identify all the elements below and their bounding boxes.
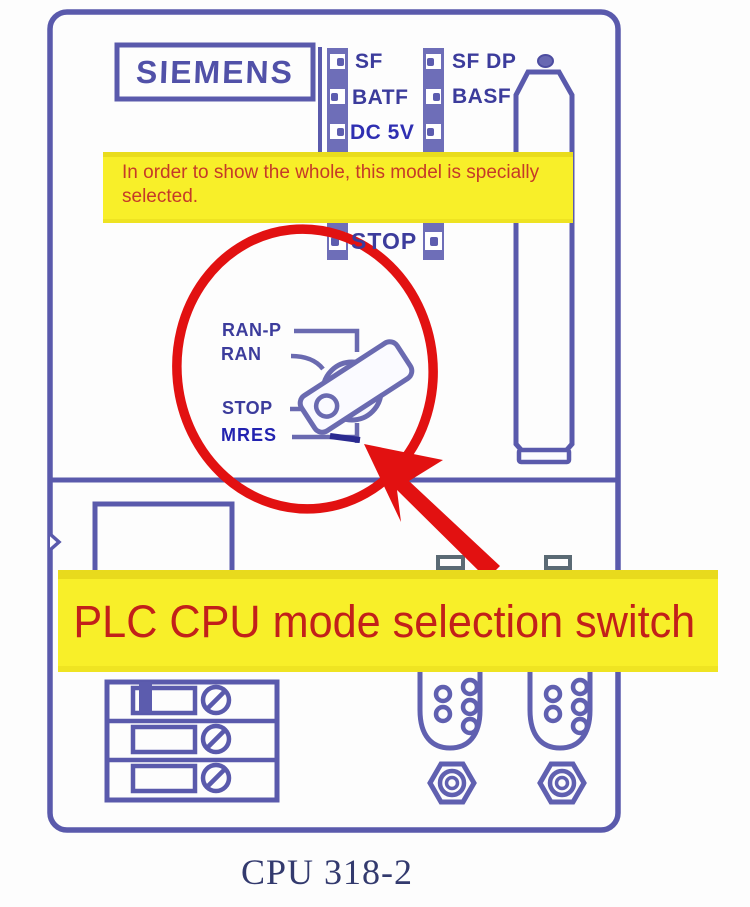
terminal-stack xyxy=(104,679,280,803)
logo-frame xyxy=(114,42,316,102)
banner-callout: PLC CPU mode selection switch xyxy=(58,570,718,672)
hex-nut-icon xyxy=(427,761,587,805)
port-top-left xyxy=(436,555,465,570)
port-top-right xyxy=(544,555,572,570)
switch-label-run-p: RAN-P xyxy=(222,320,282,340)
screw-dot-icon xyxy=(537,54,554,68)
latch-tab-icon xyxy=(139,682,152,713)
switch-label-mres: MRES xyxy=(221,425,278,445)
model-caption: CPU 318-2 xyxy=(240,852,414,892)
led-label-sfdp: SF DP xyxy=(452,50,517,73)
dsub-port-icon xyxy=(417,660,593,751)
red-arrow-icon xyxy=(364,444,500,579)
led-label-stop: STOP xyxy=(351,228,418,254)
mode-selector-switch xyxy=(290,328,415,443)
memory-card-slot xyxy=(513,69,575,465)
red-highlight-circle xyxy=(172,224,438,514)
led-label-sf: SF xyxy=(355,50,383,73)
note-callout: In order to show the whole, this model i… xyxy=(103,152,573,223)
brand-logo: SIEMENS xyxy=(135,53,295,90)
led-label-basf: BASF xyxy=(452,85,512,108)
mode-selector-key-icon xyxy=(297,339,415,435)
led-label-dc5v: DC 5V xyxy=(350,121,415,144)
note-text: In order to show the whole, this model i… xyxy=(122,162,540,207)
banner-text: PLC CPU mode selection switch xyxy=(73,596,696,647)
switch-label-stop: STOP xyxy=(222,398,273,418)
rail-notch xyxy=(48,532,62,552)
device-outline xyxy=(47,9,621,833)
front-compartment xyxy=(92,501,235,579)
led-label-batf: BATF xyxy=(352,86,409,109)
screw-icon xyxy=(200,684,232,794)
switch-label-run: RAN xyxy=(221,344,262,364)
